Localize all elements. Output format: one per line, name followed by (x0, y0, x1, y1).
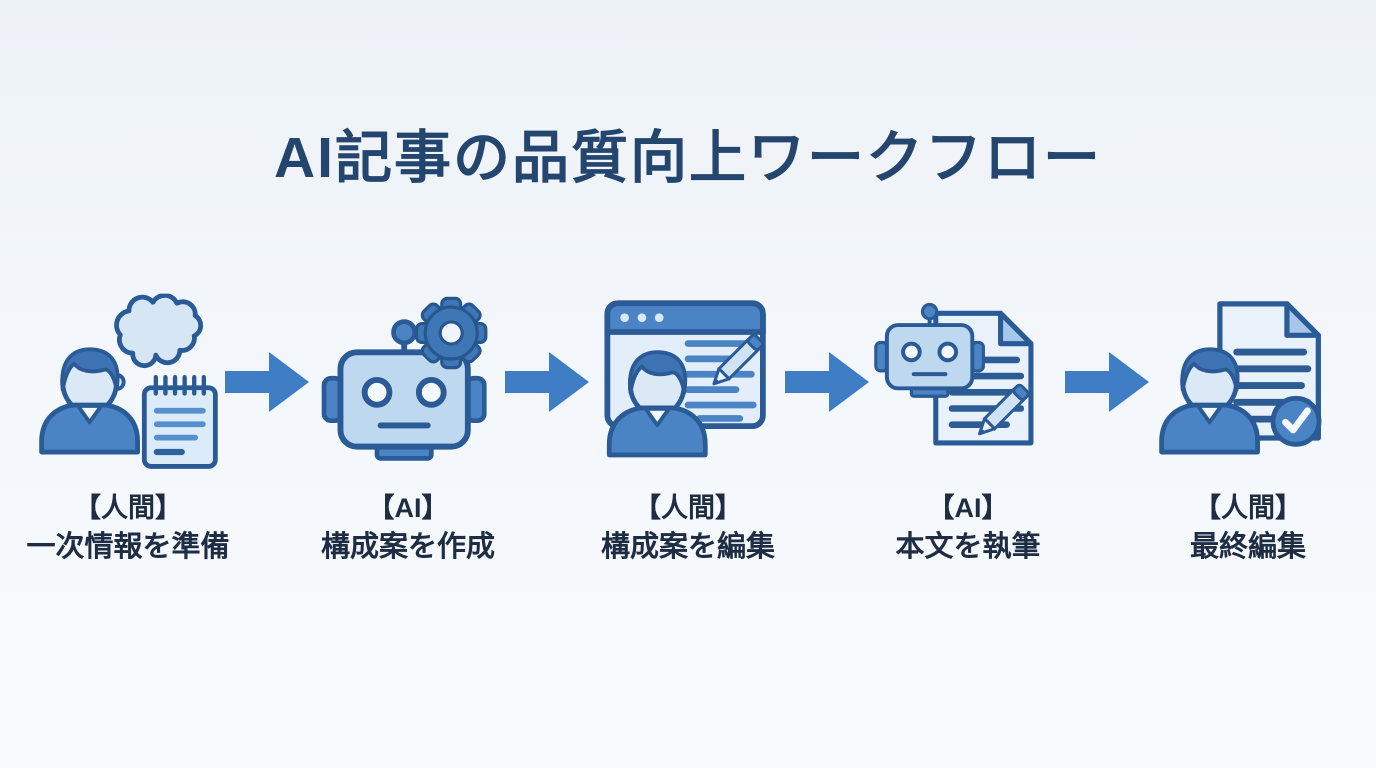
browser-person-pencil-icon (604, 300, 766, 476)
step-action: 本文を執筆 (895, 531, 1041, 564)
step-action: 最終編集 (1189, 531, 1306, 564)
workflow-step-3: 【人間】 構成案を編集 (592, 286, 784, 568)
step-action: 構成案を編集 (600, 531, 775, 564)
step-actor: 【AI】 (927, 493, 1009, 523)
arrow-right-icon (505, 352, 589, 412)
step-4-labels: 【AI】 本文を執筆 (895, 490, 1040, 568)
step-actor: 【人間】 (74, 493, 182, 523)
workflow-step-1: 【人間】 一次情報を準備 (27, 286, 230, 568)
arrow-3 (784, 342, 872, 427)
step-action: 一次情報を準備 (26, 531, 230, 564)
step-3-icon-box (592, 286, 784, 476)
step-2-icon-box (312, 286, 504, 476)
page-title: AI記事の品質向上ワークフロー (274, 126, 1102, 190)
workflow-step-2: 【AI】 構成案を作成 (312, 286, 504, 568)
person-thought-notepad-icon (32, 286, 224, 476)
arrow-1 (224, 342, 312, 427)
step-4-icon-box (872, 286, 1064, 476)
arrow-right-icon (1065, 352, 1149, 412)
step-1-labels: 【人間】 一次情報を準備 (27, 490, 230, 568)
arrow-right-icon (785, 352, 869, 412)
workflow-step-4: 【AI】 本文を執筆 (872, 286, 1064, 568)
step-actor: 【AI】 (367, 493, 449, 523)
workflow-step-5: 【人間】 最終編集 (1152, 286, 1344, 568)
step-action: 構成案を作成 (320, 531, 495, 564)
step-actor: 【人間】 (633, 493, 742, 523)
workflow-steps: 【人間】 一次情報を準備 【AI】 構成案を作成 (0, 286, 1376, 568)
step-actor: 【人間】 (1193, 493, 1302, 523)
step-2-labels: 【AI】 構成案を作成 (321, 490, 495, 568)
step-1-icon-box (32, 286, 224, 476)
robot-gear-icon (312, 296, 488, 476)
person-document-check-icon (1152, 286, 1344, 476)
robot-document-pencil-icon (873, 302, 1064, 476)
arrow-4 (1064, 342, 1152, 427)
step-3-labels: 【人間】 構成案を編集 (601, 490, 775, 568)
arrow-2 (504, 342, 592, 427)
step-5-icon-box (1152, 286, 1344, 476)
arrow-right-icon (225, 352, 309, 412)
step-5-labels: 【人間】 最終編集 (1190, 490, 1306, 568)
